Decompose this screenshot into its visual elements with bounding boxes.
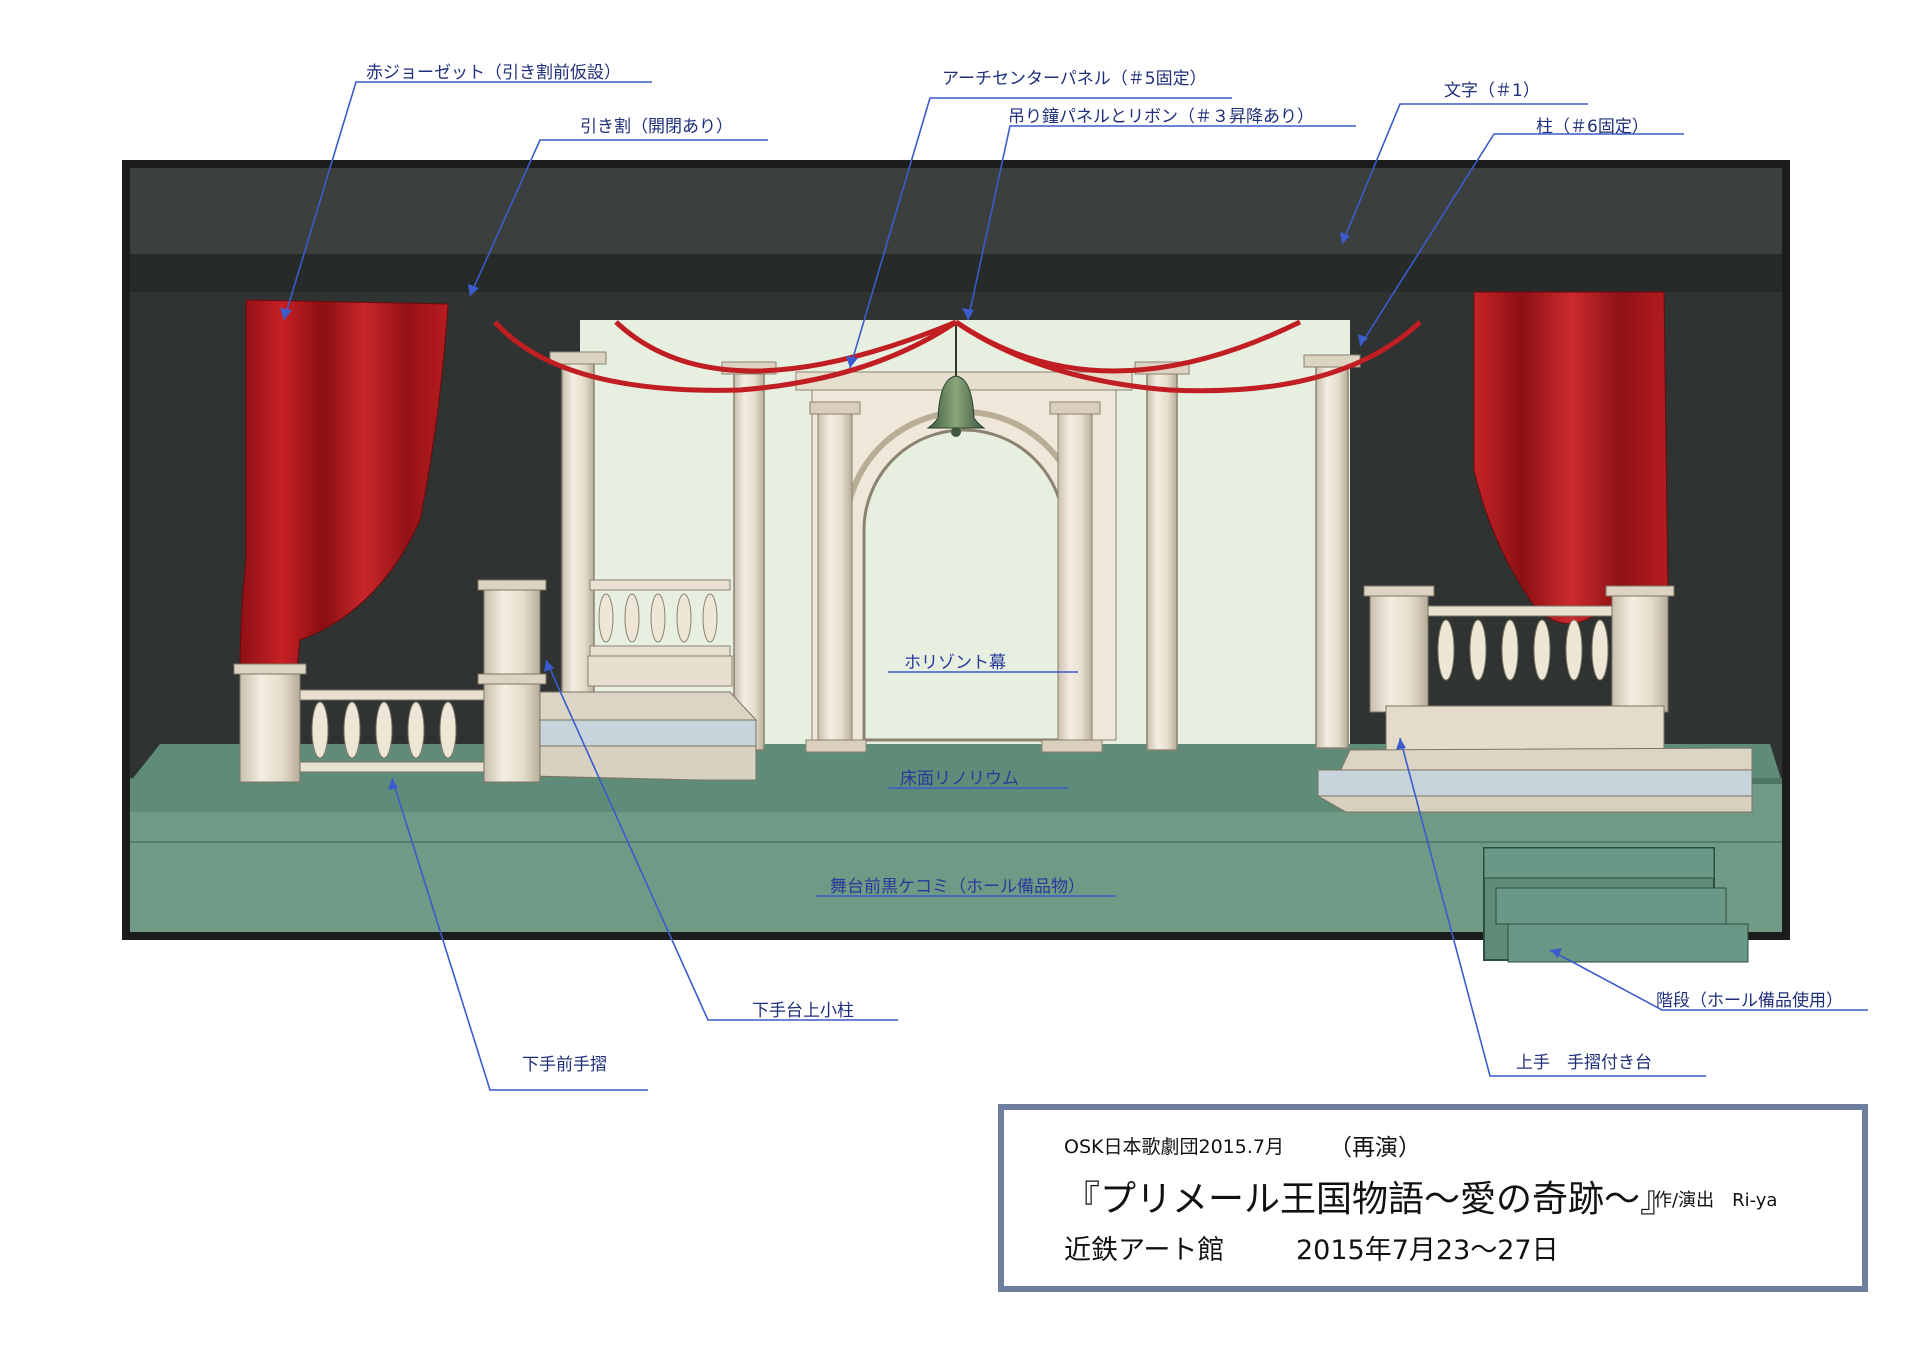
label-red-georgette: 赤ジョーゼット（引き割前仮設） — [366, 63, 621, 83]
label-stage-left-front-rail: 下手前手摺 — [522, 1055, 607, 1075]
label-floor-linoleum: 床面リノリウム — [900, 769, 1019, 789]
upstage-left-balustrade — [587, 579, 733, 687]
leader-lines — [283, 81, 1868, 1091]
label-bell-panel-ribbon: 吊り鐘パネルとリボン（＃３昇降あり） — [1008, 107, 1314, 127]
stage-front-black-kekomi — [130, 782, 1782, 932]
label-stairs: 階段（ホール備品使用） — [1656, 991, 1843, 1011]
upstage-pillars — [549, 351, 1361, 751]
split-curtain-header — [130, 254, 1782, 292]
title-block: OSK日本歌劇団2015.7月 （再演） 『プリメール王国物語～愛の奇跡～』 作… — [998, 1104, 1868, 1292]
revival-note: （再演） — [1329, 1135, 1421, 1161]
show-title: 『プリメール王国物語～愛の奇跡～』 — [1064, 1179, 1677, 1220]
hanging-bell — [926, 322, 986, 437]
venue: 近鉄アート館 — [1064, 1235, 1225, 1266]
leader-arrowheads — [280, 232, 1562, 958]
company-line: OSK日本歌劇団2015.7月 — [1064, 1136, 1284, 1158]
ribbons — [493, 319, 1422, 394]
label-lettering: 文字（＃1） — [1444, 81, 1540, 101]
label-arch-center-panel: アーチセンターパネル（＃5固定） — [942, 69, 1207, 89]
label-horizont: ホリゾント幕 — [904, 653, 1006, 673]
stage-left-platform — [529, 691, 758, 781]
label-pillars: 柱（＃6固定） — [1536, 117, 1649, 137]
stage-left-front-handrail — [233, 579, 547, 783]
label-stage-front-black: 舞台前黒ケコミ（ホール備品物） — [830, 877, 1085, 897]
arch-center-panel — [795, 371, 1133, 753]
performance-dates: 2015年7月23～27日 — [1296, 1235, 1559, 1266]
label-stage-right-platform: 上手 手摺付き台 — [1516, 1053, 1652, 1073]
upper-border — [130, 168, 1782, 254]
label-stage-left-small-pillar: 下手台上小柱 — [752, 1001, 854, 1021]
stage-right-platform — [1316, 585, 1753, 813]
credit-line: 作/演出 Ri-ya — [1654, 1190, 1778, 1211]
stairs — [1483, 847, 1749, 963]
label-split-curtain: 引き割（開閉あり） — [580, 117, 733, 137]
